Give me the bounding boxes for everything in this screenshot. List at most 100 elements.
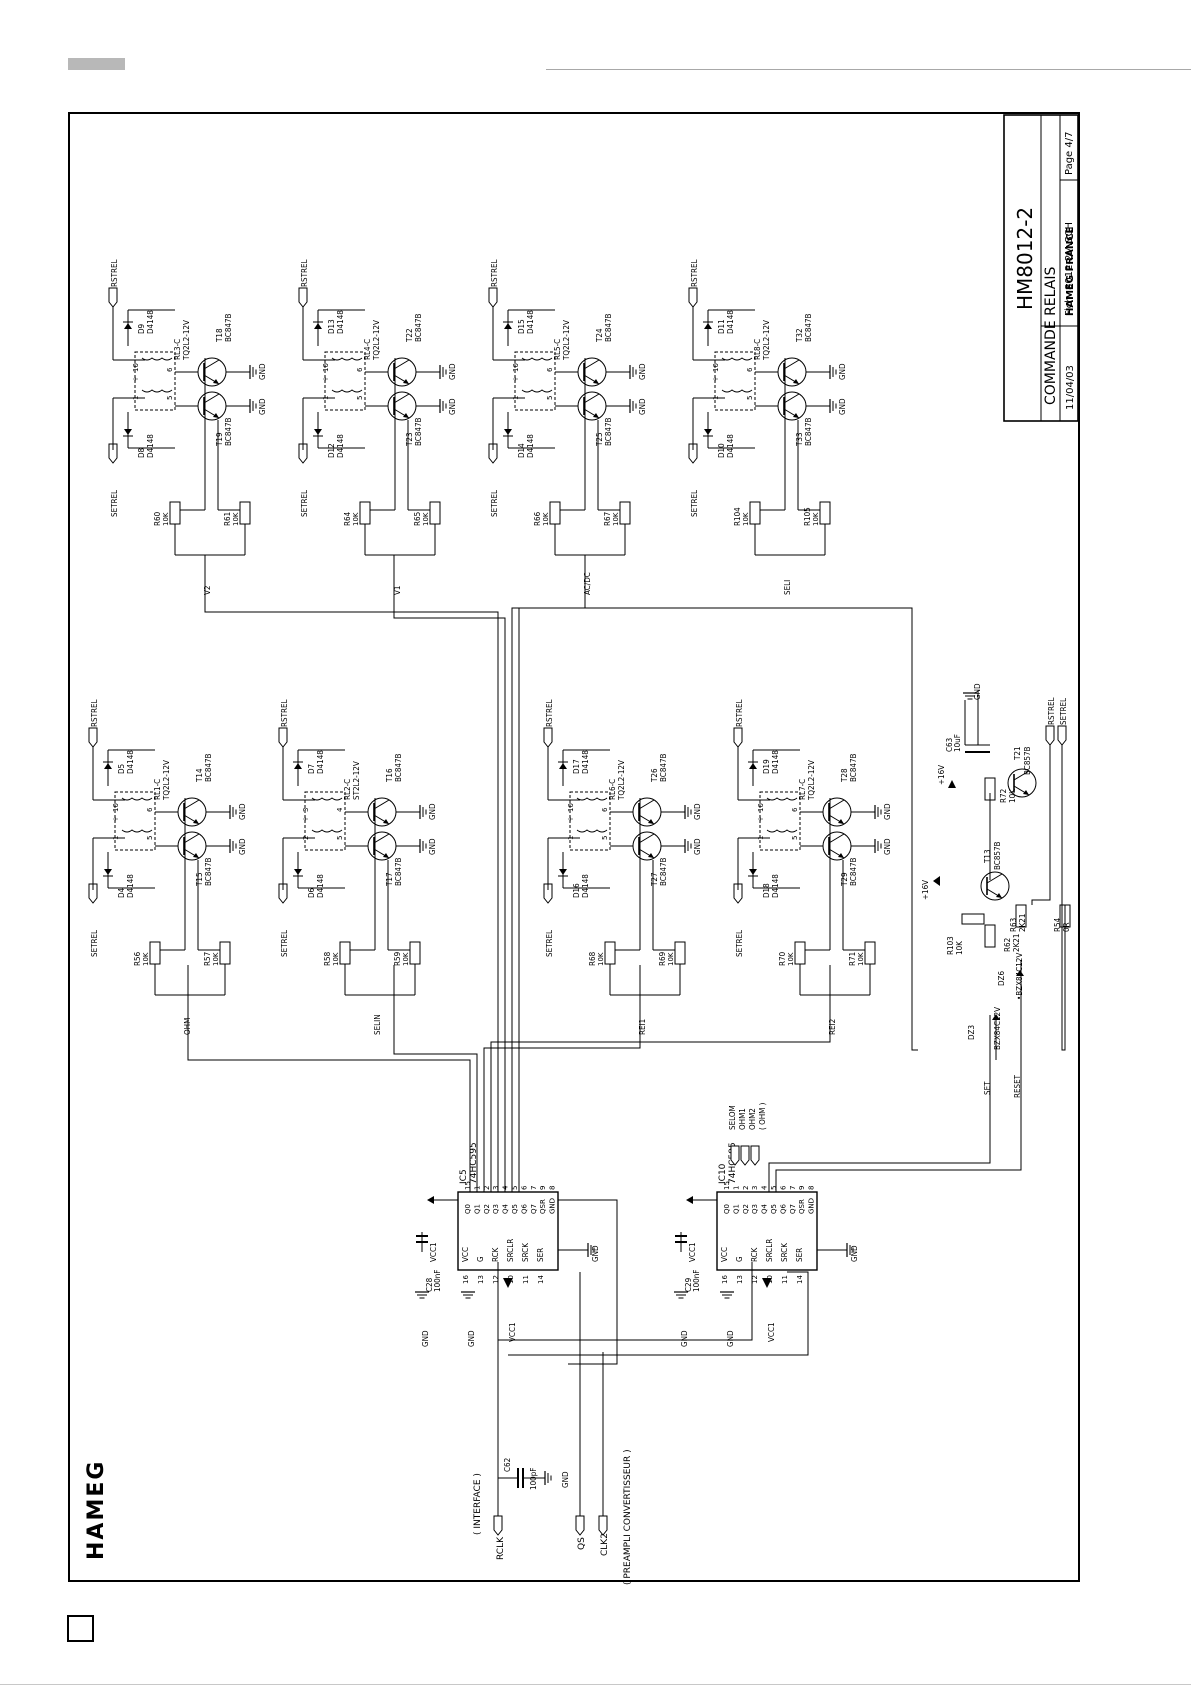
coil-bottom bbox=[141, 389, 173, 393]
diode-top-ref: D15 bbox=[517, 319, 526, 334]
t13-ref: T13 bbox=[983, 849, 992, 864]
diode-bottom-part: D4148 bbox=[336, 434, 345, 458]
relay-ref: RL1-C bbox=[153, 779, 162, 800]
transistor-bottom bbox=[822, 831, 852, 861]
gnd-label: GND bbox=[638, 363, 647, 380]
relay-body bbox=[569, 791, 611, 851]
ic10-output-3: ( OHM ) bbox=[758, 1102, 767, 1130]
header-rule bbox=[546, 69, 1191, 70]
relay-pin: 1 bbox=[132, 396, 140, 400]
ground-symbol bbox=[829, 364, 837, 380]
transistor-bottom-part: BC847B bbox=[204, 857, 213, 886]
resistor-a-value: 10K bbox=[162, 512, 170, 526]
transistor-bottom bbox=[177, 831, 207, 861]
diode-bottom-ref: D4 bbox=[117, 887, 126, 898]
relay-signal-label: V1 bbox=[393, 586, 402, 596]
setrel-label: SETREL bbox=[280, 930, 289, 957]
r103-ref: R103 bbox=[946, 936, 955, 955]
ic-right-pin-q2: Q2 bbox=[483, 1204, 491, 1214]
ic-left-pin-ser: SER bbox=[795, 1248, 804, 1262]
company-label: HAMEG FRANCE bbox=[1065, 226, 1076, 316]
gnd-label: GND bbox=[428, 803, 437, 820]
cap-ref: C29 bbox=[684, 1277, 693, 1292]
resistor-a-value: 10K bbox=[142, 952, 150, 966]
diode-top-part: D4148 bbox=[146, 310, 155, 334]
ic-left-pin-vcc: VCC bbox=[461, 1247, 470, 1262]
interface-label: ( INTERFACE ) bbox=[473, 1473, 483, 1535]
ic-left-pin-rck: RCK bbox=[491, 1247, 500, 1262]
ic10-output-connector bbox=[730, 1145, 740, 1166]
rstrel-label: RSTREL bbox=[280, 699, 289, 727]
resistor-a bbox=[149, 941, 161, 965]
diode-top-part: D4148 bbox=[316, 750, 325, 774]
ic-right-pin-num: 15 bbox=[464, 1181, 472, 1190]
resistor-a-value: 10K bbox=[597, 952, 605, 966]
ic-right-pin-num: 8 bbox=[549, 1186, 557, 1190]
relay-pin: 3 bbox=[302, 808, 310, 812]
ic-left-pin-rck: RCK bbox=[750, 1247, 759, 1262]
ground-symbol bbox=[249, 398, 257, 414]
relay-pin: 10 bbox=[322, 363, 330, 372]
relay-pin: 6 bbox=[746, 367, 754, 372]
r63-value: 2K21 bbox=[1018, 914, 1027, 932]
resistor-b bbox=[219, 941, 231, 965]
relay-pin: 4 bbox=[336, 807, 344, 812]
transistor-top-part: BC847B bbox=[804, 313, 813, 342]
r54-ref: R54 bbox=[1053, 917, 1062, 932]
ic-ref: IC5 bbox=[459, 1169, 469, 1184]
ic10-output-1: OHM1 bbox=[738, 1108, 747, 1130]
vcc1-label: VCC1 bbox=[508, 1322, 517, 1342]
setrel-label: SETREL bbox=[545, 930, 554, 957]
ic-right-pin-num: 2 bbox=[742, 1186, 750, 1190]
relay-pin: 1 bbox=[112, 836, 120, 840]
transistor-top bbox=[197, 357, 227, 387]
resistor-b-ref: R59 bbox=[393, 951, 402, 966]
relay-ref: RL8-C bbox=[753, 339, 762, 360]
relay-pin: 6 bbox=[546, 367, 554, 372]
r72-value: 10K bbox=[1008, 789, 1017, 803]
ic-left-pin-num: 14 bbox=[796, 1275, 804, 1284]
relay-pin: 5 bbox=[166, 396, 174, 400]
setrel-label: SETREL bbox=[90, 930, 99, 957]
relay-ref: RL4-C bbox=[363, 339, 372, 360]
ic-left-pin-srck: SRCK bbox=[521, 1243, 530, 1262]
coil-top bbox=[721, 357, 753, 361]
relay-ref: RL3-C bbox=[173, 339, 182, 360]
relay-pin: 5 bbox=[546, 396, 554, 400]
rstrel-connector bbox=[1045, 725, 1055, 746]
ground-symbol bbox=[249, 364, 257, 380]
reset-label: RESET bbox=[1013, 1074, 1022, 1098]
diode-bottom-ref: D16 bbox=[572, 883, 581, 898]
transistor-top-part: BC847B bbox=[604, 313, 613, 342]
resistor-b-ref: R105 bbox=[803, 507, 812, 526]
resistor-b-value: 10K bbox=[857, 952, 865, 966]
setrel-label: SETREL bbox=[300, 490, 309, 517]
vcc1-arrow bbox=[503, 1278, 513, 1288]
transistor-top-ref: T18 bbox=[215, 328, 224, 343]
coil-plus: + bbox=[756, 816, 765, 822]
diode-bottom-ref: D14 bbox=[517, 443, 526, 458]
coil-plus: + bbox=[511, 376, 520, 382]
transistor-top-ref: T32 bbox=[795, 328, 804, 343]
ic10-shift-register: IC1074HC595VCC16G13RCK12SRCLR10SRCK11SER… bbox=[673, 1102, 859, 1347]
resistor-b-value: 10K bbox=[612, 512, 620, 526]
gnd-label: GND bbox=[838, 398, 847, 415]
cap-ref: C28 bbox=[425, 1277, 434, 1292]
resistor-b-ref: R71 bbox=[848, 952, 857, 966]
resistor-a bbox=[794, 941, 806, 965]
dz3-part: BZX84C12V bbox=[993, 1007, 1002, 1050]
relay-signal-label: AC/DC bbox=[583, 572, 592, 595]
relay-pin: 6 bbox=[146, 807, 154, 812]
coil-plus: + bbox=[111, 816, 120, 822]
vcc1-label: VCC1 bbox=[767, 1322, 776, 1342]
diode-top-ref: D7 bbox=[307, 764, 316, 774]
ic-right-pin-q3: Q3 bbox=[751, 1204, 759, 1214]
r62-value: 2K21 bbox=[1012, 934, 1021, 952]
resistor-a-ref: R70 bbox=[778, 951, 787, 966]
ic-right-pin-q0: Q0 bbox=[464, 1204, 472, 1214]
relay-pin: 5 bbox=[791, 836, 799, 840]
